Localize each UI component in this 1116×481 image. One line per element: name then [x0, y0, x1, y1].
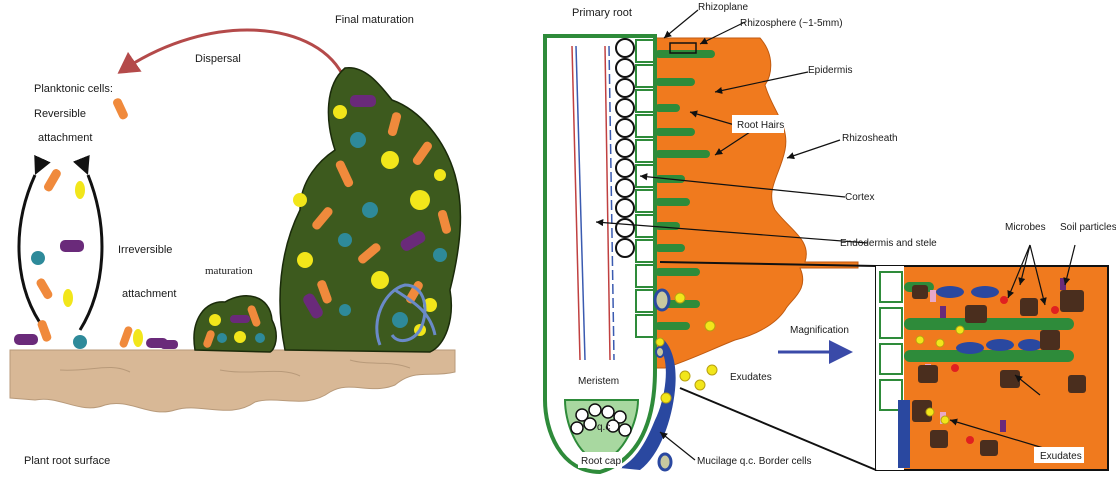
- microbes-label: Microbes: [1005, 222, 1046, 233]
- inset-mucilage: [898, 400, 910, 468]
- irreversible-attachment-label: attachment: [122, 288, 176, 300]
- biofilm-panel: Final maturation Dispersal Planktonic ce…: [10, 14, 460, 467]
- reversible-label: Reversible: [34, 108, 86, 120]
- exudates-label: Exudates: [730, 372, 772, 383]
- cortex-label: Cortex: [845, 192, 874, 203]
- dispersal-label: Dispersal: [195, 53, 241, 65]
- root-cap-label: Root cap: [581, 456, 621, 467]
- maturation-label: maturation: [205, 265, 253, 277]
- endodermis-label: Endodermis and stele: [840, 238, 937, 249]
- planktonic-cells: [31, 97, 129, 307]
- meristem-label: Meristem: [578, 376, 619, 387]
- magnification-label: Magnification: [790, 325, 849, 336]
- irreversible-label: Irreversible: [118, 244, 172, 256]
- attached-cells: [14, 319, 178, 349]
- root-surface-layer: [10, 350, 455, 412]
- rhizoplane-label: Rhizoplane: [698, 2, 748, 13]
- planktonic-label: Planktonic cells:: [34, 83, 113, 95]
- qc-label: q.c: [597, 422, 610, 433]
- rhizosheath-label: Rhizosheath: [842, 133, 898, 144]
- soil-particles-label: Soil particles: [1060, 222, 1116, 233]
- inset-exudates-label: Exudates: [1040, 451, 1082, 462]
- reversible-arrow-right: [80, 175, 102, 330]
- root-hairs-label: Root Hairs: [737, 120, 784, 131]
- final-maturation-label: Final maturation: [335, 14, 414, 26]
- rhizosphere-label: Rhizosphere (~1-5mm): [740, 18, 843, 29]
- primary-root-label: Primary root: [572, 7, 632, 19]
- surface-label: Plant root surface: [24, 455, 110, 467]
- root-panel: Primary root Rhizoplane Rhizosphere (~1-…: [545, 2, 1116, 472]
- mucilage-label: Mucilage q.c. Border cells: [697, 456, 812, 467]
- attachment-label: attachment: [38, 132, 92, 144]
- epidermis-label: Epidermis: [808, 65, 852, 76]
